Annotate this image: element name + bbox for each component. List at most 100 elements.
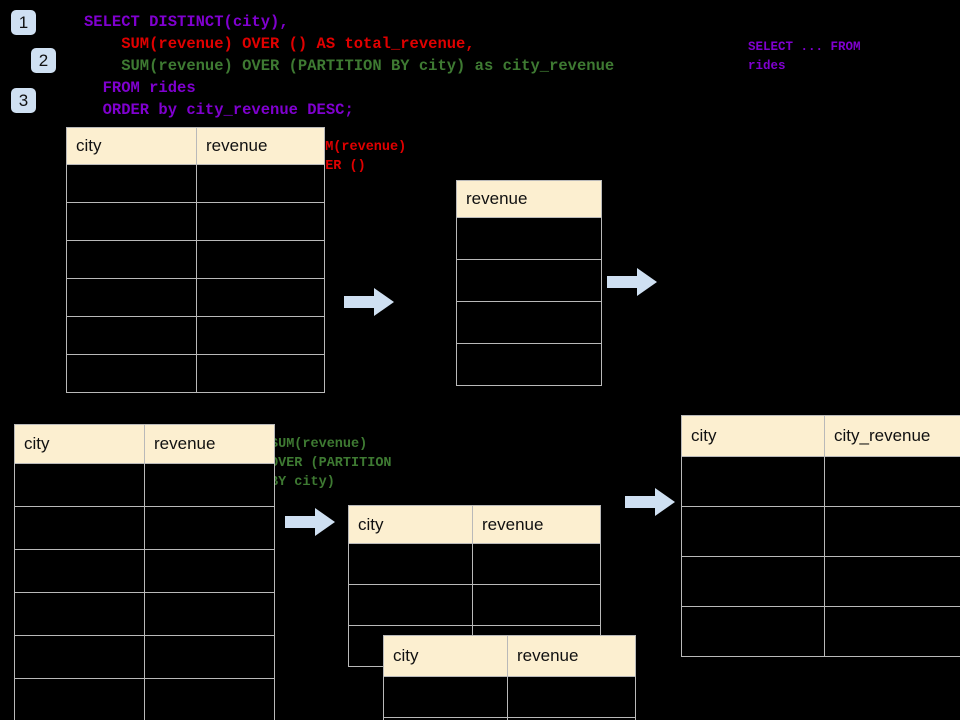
sql-line-select-distinct: SELECT DISTINCT(city),	[84, 13, 289, 31]
table-row	[14, 678, 275, 720]
table-row	[456, 259, 602, 302]
cell-city	[681, 456, 825, 507]
cell-revenue	[507, 717, 636, 720]
column-header-revenue: revenue	[472, 505, 601, 544]
table-row	[456, 217, 602, 260]
column-header-revenue: revenue	[456, 180, 602, 218]
cell-city	[14, 549, 145, 593]
table-header-row: city revenue	[14, 424, 275, 464]
table-row	[66, 316, 325, 355]
table-row	[14, 549, 275, 593]
sql-line-sum-over-partition: SUM(revenue) OVER (PARTITION BY city) as…	[84, 57, 615, 75]
column-header-city-revenue: city_revenue	[824, 415, 960, 457]
table-row	[681, 506, 960, 557]
cell-city-revenue	[824, 456, 960, 507]
cell-city-revenue	[824, 506, 960, 557]
cell-city	[14, 506, 145, 550]
table-row	[681, 606, 960, 657]
table-row	[681, 556, 960, 607]
step-badge-2[interactable]: 2	[31, 48, 56, 73]
cell-city	[66, 316, 197, 355]
arrow-partition-to-result-icon	[625, 488, 675, 516]
table-row	[66, 278, 325, 317]
cell-city	[66, 354, 197, 393]
table-row	[383, 676, 636, 718]
total-revenue-table: revenue	[456, 180, 602, 386]
table-row	[14, 506, 275, 550]
column-header-city: city	[383, 635, 508, 677]
city-partition-table-front: city revenue	[383, 635, 636, 720]
cell-revenue	[472, 584, 601, 626]
column-header-city: city	[348, 505, 473, 544]
annotation-select-from-rides: SELECT ... FROM rides	[748, 40, 861, 73]
table-row	[14, 463, 275, 507]
cell-revenue	[456, 259, 602, 302]
table-row	[456, 301, 602, 344]
column-header-revenue: revenue	[196, 127, 325, 165]
table-row	[66, 202, 325, 241]
cell-city	[681, 556, 825, 607]
cell-city	[681, 606, 825, 657]
cell-revenue	[196, 354, 325, 393]
cell-city	[14, 592, 145, 636]
step-badge-3[interactable]: 3	[11, 88, 36, 113]
cell-city	[14, 635, 145, 679]
cell-city	[14, 678, 145, 720]
cell-revenue	[196, 278, 325, 317]
cell-city	[66, 164, 197, 203]
cell-revenue	[144, 549, 275, 593]
cell-city	[348, 584, 473, 626]
cell-revenue	[144, 463, 275, 507]
cell-revenue	[472, 543, 601, 585]
table-row	[681, 456, 960, 507]
arrow-source-to-partition-icon	[285, 508, 335, 536]
step-badge-1[interactable]: 1	[11, 10, 36, 35]
cell-city	[14, 463, 145, 507]
arrow-total-to-result-icon	[607, 268, 657, 296]
table-row	[66, 354, 325, 393]
column-header-city: city	[14, 424, 145, 464]
table-row	[456, 343, 602, 386]
cell-city-revenue	[824, 606, 960, 657]
table-row	[14, 592, 275, 636]
cell-revenue	[196, 316, 325, 355]
arrow-source-to-total-icon	[344, 288, 394, 316]
cell-revenue	[196, 164, 325, 203]
cell-city-revenue	[824, 556, 960, 607]
cell-revenue	[144, 506, 275, 550]
cell-city	[348, 543, 473, 585]
column-header-revenue: revenue	[507, 635, 636, 677]
table-row	[14, 635, 275, 679]
cell-city	[66, 278, 197, 317]
sql-line-from-rides: FROM rides	[84, 79, 196, 97]
cell-city	[383, 676, 508, 718]
table-row	[66, 164, 325, 203]
table-header-row: city city_revenue	[681, 415, 960, 457]
sql-line-order-by: ORDER by city_revenue DESC;	[84, 101, 354, 119]
cell-revenue	[144, 678, 275, 720]
cell-revenue	[196, 202, 325, 241]
annotation-sum-over-partition: SUM(revenue) OVER (PARTITION BY city)	[270, 437, 392, 490]
table-row	[348, 584, 601, 626]
cell-revenue	[196, 240, 325, 279]
cell-revenue	[144, 592, 275, 636]
cell-revenue	[456, 217, 602, 260]
table-row	[348, 543, 601, 585]
sql-line-sum-over-empty: SUM(revenue) OVER () AS total_revenue,	[84, 35, 475, 53]
table-header-row: city revenue	[383, 635, 636, 677]
cell-city	[66, 240, 197, 279]
rides-partition-source-table: city revenue	[14, 424, 275, 720]
table-header-row: city revenue	[348, 505, 601, 544]
cell-revenue	[456, 301, 602, 344]
table-row	[66, 240, 325, 279]
cell-revenue	[507, 676, 636, 718]
rides-source-table: city revenue	[66, 127, 325, 393]
cell-city	[681, 506, 825, 557]
cell-revenue	[456, 343, 602, 386]
column-header-revenue: revenue	[144, 424, 275, 464]
table-row	[383, 717, 636, 720]
cell-city	[66, 202, 197, 241]
cell-revenue	[144, 635, 275, 679]
city-revenue-result-table: city city_revenue	[681, 415, 960, 657]
